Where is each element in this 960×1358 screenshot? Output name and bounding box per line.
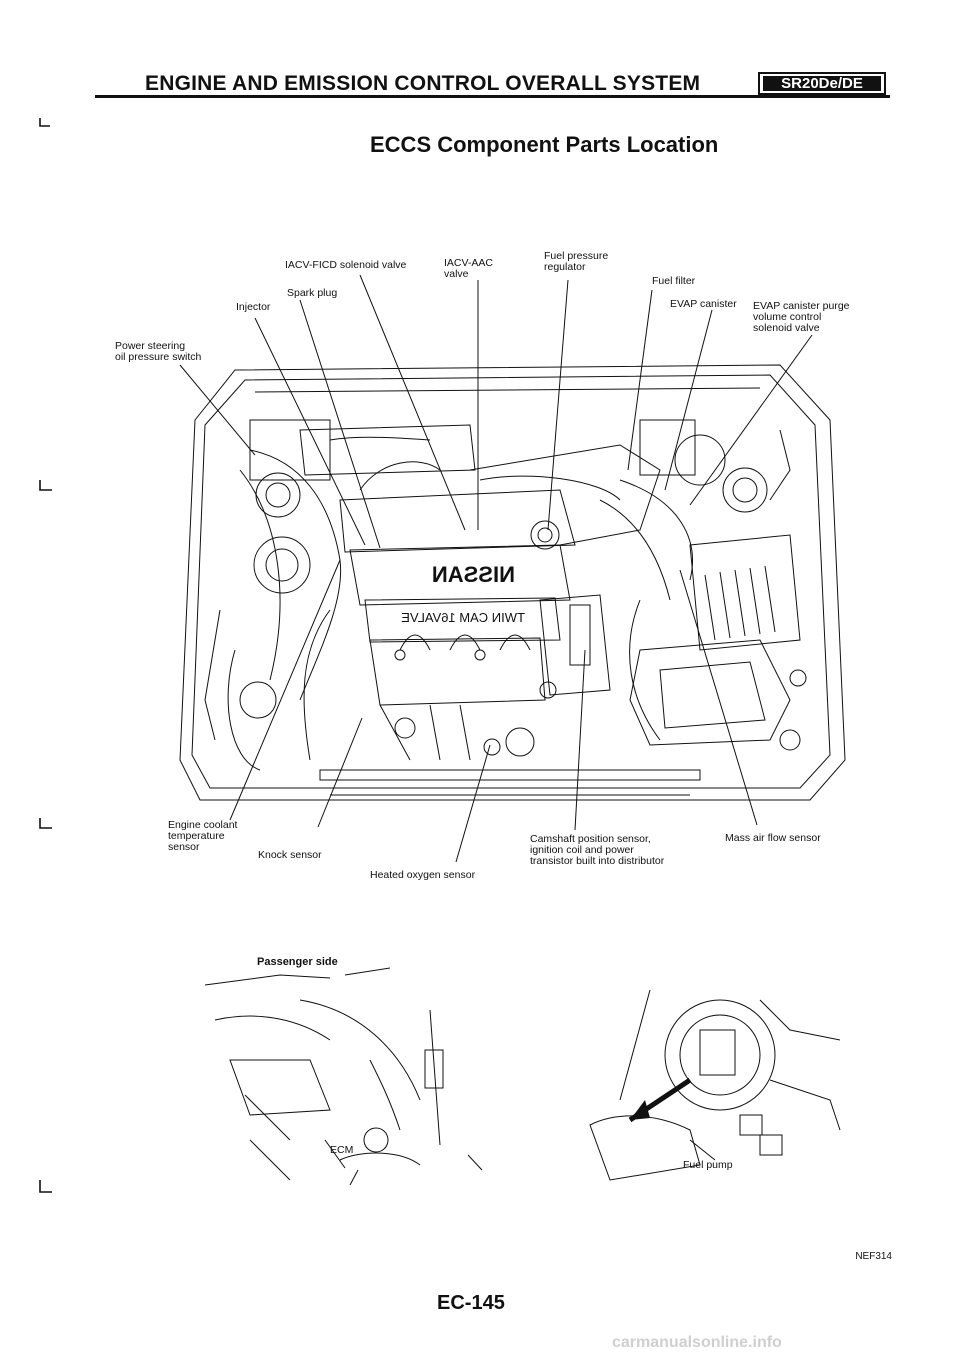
hoses-and-harness	[239, 449, 693, 761]
binder-marks	[39, 118, 52, 1193]
page-subtitle: ECCS Component Parts Location	[370, 132, 719, 157]
page-number: EC-145	[437, 1292, 505, 1314]
label-iacv-aac: IACV-AAC valve	[444, 257, 494, 280]
label-fuel-pump: Fuel pump	[683, 1159, 733, 1171]
model-badge: SR20De/DE	[758, 72, 886, 95]
fuel-pump-illustration	[589, 989, 841, 1181]
label-evap-purge: EVAP canister purge volume control solen…	[753, 300, 850, 334]
ecm-illustration	[204, 967, 483, 1186]
leader-lines	[179, 274, 813, 863]
right-strut-tower	[639, 419, 791, 513]
label-ecm: ECM	[330, 1144, 354, 1156]
label-knock-sensor: Knock sensor	[258, 849, 322, 861]
header-rule	[95, 95, 890, 98]
air-cleaner-box	[629, 534, 807, 751]
label-passenger-side: Passenger side	[257, 956, 338, 968]
engine-cover-text: TWIN CAM 16VALVE	[401, 610, 525, 625]
label-mass-air-flow: Mass air flow sensor	[725, 832, 821, 844]
engine-brand-text: NISSAN	[432, 562, 515, 587]
label-engine-coolant: Engine coolant temperature sensor	[168, 819, 238, 853]
engine-block: NISSAN TWIN CAM 16VALVE	[299, 424, 661, 761]
header-title: ENGINE AND EMISSION CONTROL OVERALL SYST…	[145, 72, 701, 95]
label-injector: Injector	[236, 301, 271, 313]
label-spark-plug: Spark plug	[287, 287, 338, 299]
engine-bay-frame	[179, 364, 846, 801]
label-iacv-ficd: IACV-FICD solenoid valve	[285, 259, 407, 271]
label-heated-oxygen: Heated oxygen sensor	[370, 869, 476, 881]
label-power-steering: Power steering oil pressure switch	[115, 340, 202, 363]
left-strut-tower	[204, 419, 331, 771]
fuel-pump-arrow-head	[630, 1100, 650, 1120]
label-fuel-pressure-regulator: Fuel pressure regulator	[544, 250, 609, 273]
label-evap-canister: EVAP canister	[670, 298, 737, 310]
model-badge-text: SR20De/DE	[763, 76, 881, 91]
watermark: carmanualsonline.info	[612, 1334, 782, 1351]
label-fuel-filter: Fuel filter	[652, 275, 696, 287]
label-camshaft: Camshaft position sensor, ignition coil …	[530, 833, 665, 867]
figure-reference: NEF314	[855, 1251, 892, 1262]
